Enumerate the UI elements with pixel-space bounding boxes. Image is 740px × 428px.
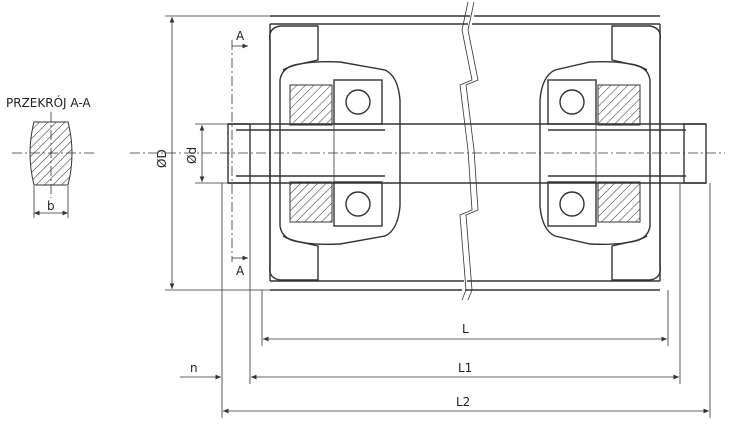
section-width-label: b [47,199,55,213]
shaft-step-lines [236,129,686,177]
left-bearing-top [333,79,383,125]
length-l2-label: L2 [456,395,470,409]
section-mark-top: A [236,29,245,43]
left-housing-cup [282,60,401,246]
left-bearing-ball-top [345,89,371,115]
section-markers: A A [231,29,248,278]
section-mark-bottom: A [236,264,245,278]
length-dimensions: L L1 L2 n [180,183,711,418]
right-seal-bottom [597,181,641,223]
length-l-label: L [462,322,469,336]
right-bearing-top [547,79,597,125]
section-a-a-detail: PRZEKRÓJ A-A b [6,95,94,218]
right-housing-shell [611,25,661,281]
shaft-right-flat [683,123,707,184]
right-bearing-bottom [547,181,597,227]
left-bearing-bottom [333,181,383,227]
left-housing-shell [269,25,319,281]
right-housing-cup [539,60,648,246]
diameter-dimensions: ØD Ød [155,15,270,291]
section-profile [29,121,73,186]
break-line-1 [459,1,473,301]
section-title: PRZEKRÓJ A-A [6,95,91,110]
offset-n-label: n [190,361,198,375]
shaft-left-flat [227,123,251,184]
break-line-2 [465,1,479,301]
left-seal-top [289,84,333,126]
left-bearing-ball-bottom [345,191,371,217]
outer-diameter-label: ØD [155,149,169,168]
left-seal-bottom [289,181,333,223]
right-bearing-ball-top [559,89,585,115]
roller-main-view [130,1,725,301]
right-seal-top [597,84,641,126]
length-l1-label: L1 [458,361,472,375]
shaft-outline [228,123,706,184]
tube-left-segment [270,15,470,291]
right-bearing-ball-bottom [559,191,585,217]
shaft-diameter-label: Ød [185,147,199,164]
tube-right-segment [465,15,660,291]
